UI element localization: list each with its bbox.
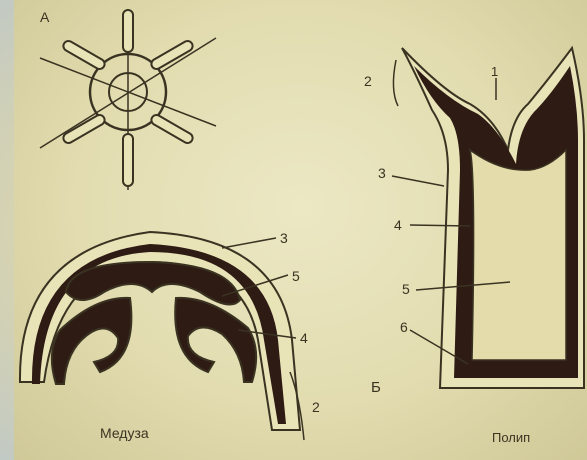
medusa-label-4: 4 [300,330,308,346]
polyp-label-2: 2 [364,73,372,89]
polyp-drawing [392,48,584,388]
panel-b-letter: Б [371,379,381,396]
medusa-right-lobe [175,298,256,382]
polyp-caption: Полип [492,430,530,445]
medusa-label-5: 5 [292,268,300,284]
polyp-gastric-cavity [470,150,566,360]
radial-symmetry-schematic [40,10,216,190]
medusa-drawing [20,232,304,440]
medusa-label-2: 2 [312,399,320,415]
polyp-label-3: 3 [378,165,386,181]
polyp-label-6: 6 [400,319,408,335]
polyp-label-1: 1 [491,64,498,79]
medusa-caption: Медуза [100,425,149,441]
medusa-label-3: 3 [280,230,288,246]
panel-a-letter: A [40,9,50,25]
polyp-label-4: 4 [394,217,402,233]
polyp-label-5: 5 [402,281,410,297]
